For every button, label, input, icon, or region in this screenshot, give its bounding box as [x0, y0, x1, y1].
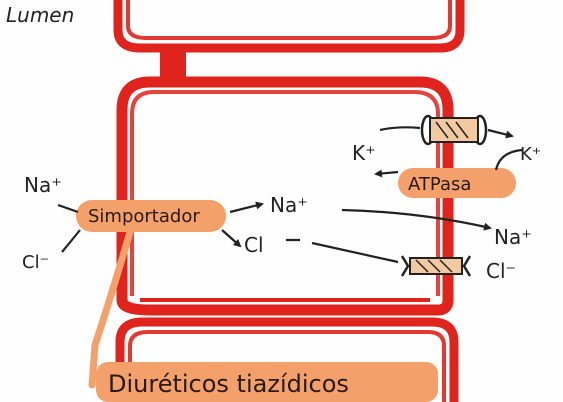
symporter-to-cl-arrow [222, 230, 240, 246]
diuretics-label: Diuréticos tiazídicos [108, 370, 349, 398]
na-cell-label: Na⁺ [270, 193, 308, 217]
cl-to-channel-line [286, 240, 398, 262]
na-lumen-line [58, 205, 78, 212]
symporter-to-na-arrow [230, 204, 262, 212]
cl-lumen-line [62, 230, 80, 252]
na-blood-label: Na⁺ [494, 225, 532, 249]
k-into-channel-line [380, 127, 420, 130]
potassium-channel-icon [422, 116, 486, 144]
k-out-arrow [488, 130, 512, 136]
top-cell-membrane [118, 0, 460, 48]
cl-blood-label: Cl⁻ [486, 259, 516, 283]
na-lumen-label: Na⁺ [24, 173, 62, 197]
atpase-label: ATPasa [408, 174, 471, 195]
cl-lumen-label: Cl⁻ [22, 252, 49, 273]
atpase-to-k-arrow [376, 172, 398, 174]
na-to-blood-arrow [342, 210, 490, 228]
k-right-loop [496, 150, 522, 170]
chloride-channel-icon [402, 256, 470, 276]
k-right-label: K⁺ [520, 144, 541, 165]
k-left-label: K⁺ [352, 141, 376, 165]
symporter-label: Simportador [88, 206, 200, 227]
lumen-label: Lumen [6, 3, 74, 27]
cl-cell-label: Cl [244, 233, 264, 257]
